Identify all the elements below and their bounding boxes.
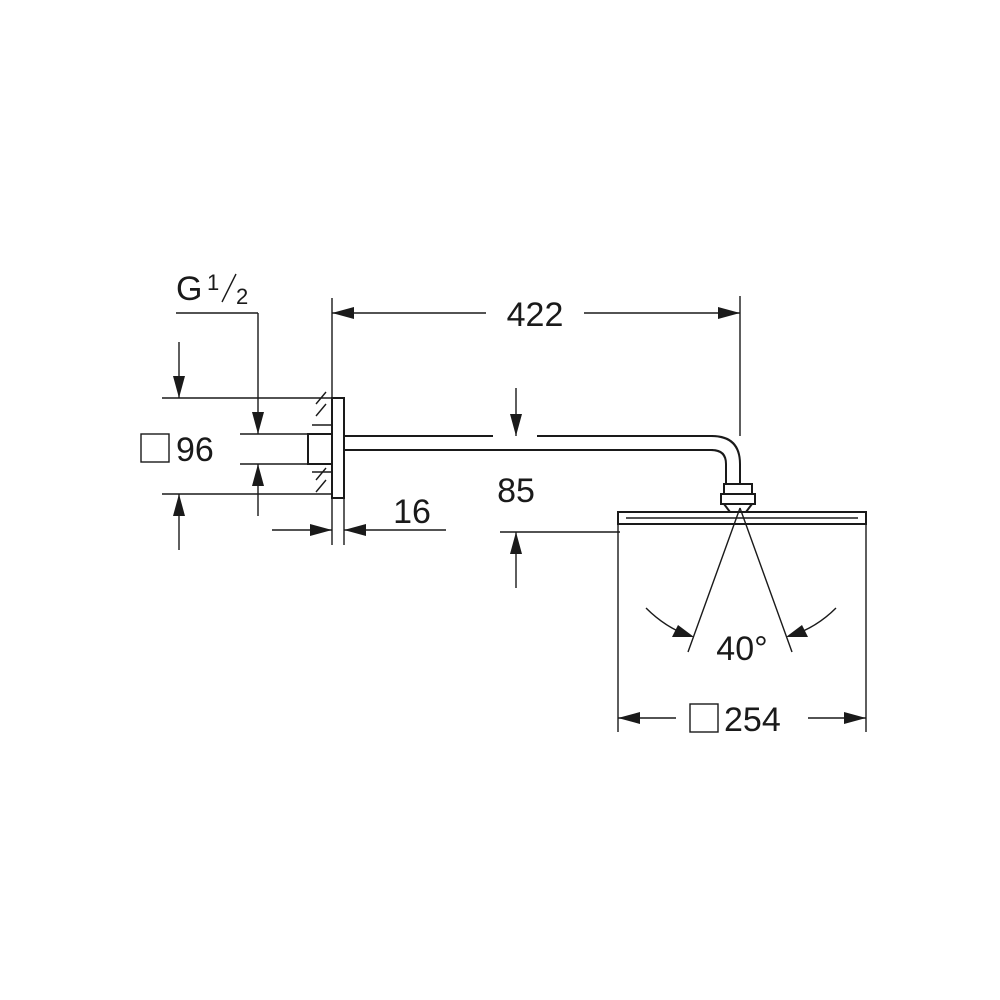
- thread-callout: G 1 2: [176, 270, 308, 516]
- shower-arm: [343, 434, 741, 485]
- spray-angle-label: 40°: [716, 630, 767, 668]
- dimension-length: 422: [331, 296, 741, 436]
- thread-denominator: 2: [236, 284, 248, 309]
- dimension-drop: 85: [497, 388, 620, 588]
- ball-joint-connector: [720, 483, 756, 513]
- head-size-label: 254: [724, 701, 781, 739]
- dimension-plate-depth: 16: [272, 493, 446, 545]
- dimension-wall-plate: 96: [140, 342, 332, 550]
- thread-numerator: 1: [207, 270, 219, 295]
- drop-label: 85: [497, 472, 535, 510]
- wall-plate-label: 96: [176, 431, 214, 469]
- plate-depth-label: 16: [393, 493, 431, 531]
- square-symbol-icon: [689, 703, 719, 733]
- wall-flange: [307, 391, 345, 499]
- dimension-head-size: 254: [617, 524, 867, 739]
- thread-letter: G: [176, 270, 202, 308]
- spray-angle: 40°: [645, 507, 837, 668]
- length-label: 422: [507, 296, 564, 334]
- square-symbol-icon: [140, 433, 170, 463]
